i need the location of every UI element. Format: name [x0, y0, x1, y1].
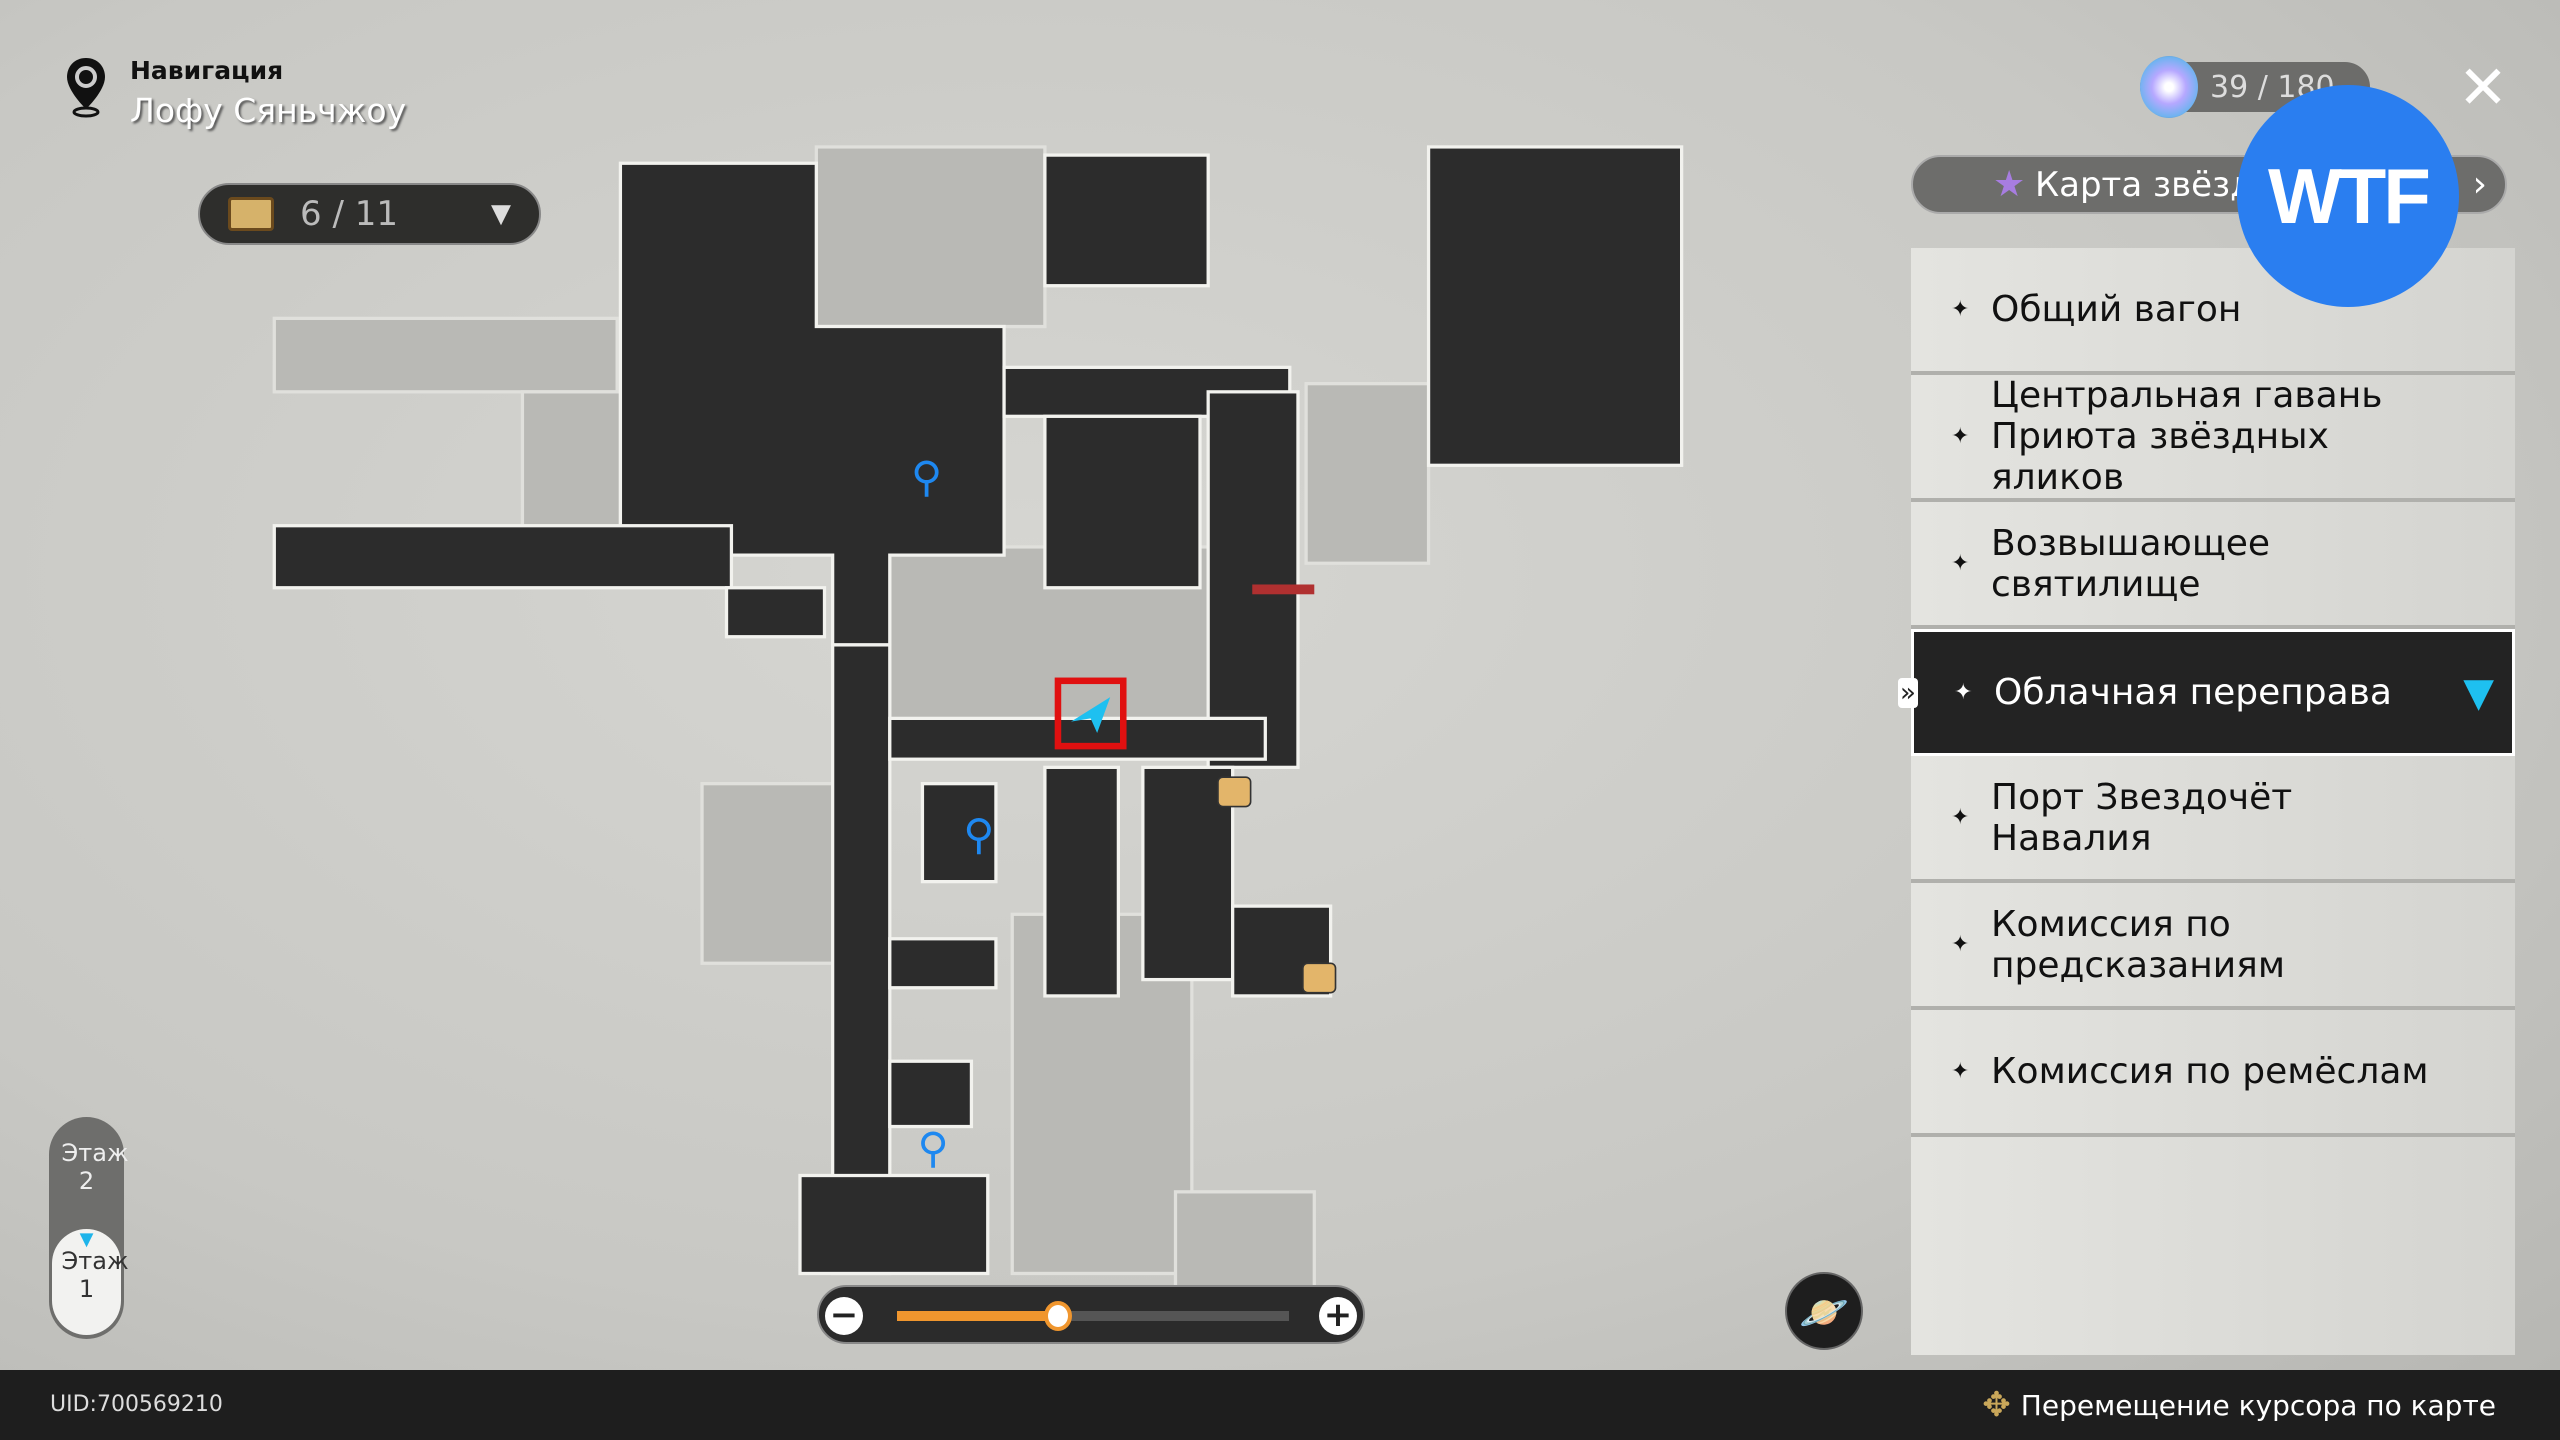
area-label: Комиссия по ремёслам	[1991, 1051, 2429, 1092]
area-label: Комиссия по предсказаниям	[1991, 903, 2285, 986]
floor-selector: Этаж 2 ▼Этаж 1	[49, 1117, 129, 1339]
player-frame	[1054, 677, 1127, 750]
star-map-button[interactable]: ★ Карта звёзд ›	[1911, 155, 2507, 214]
sparkle-icon: ✦	[1951, 805, 1970, 830]
joystick-icon: ✥	[1982, 1385, 2011, 1425]
area-label: Порт Звездочёт Навалия	[1991, 776, 2293, 859]
area-item[interactable]: ✦ Комиссия по предсказаниям	[1911, 883, 2515, 1010]
area-item[interactable]: ✦ Общий вагон	[1911, 248, 2515, 375]
area-item[interactable]: ✦ Возвышающее святилище	[1911, 502, 2515, 629]
puzzle-icon	[1302, 962, 1337, 994]
teleport-icon: ⚲	[963, 811, 994, 860]
area-item[interactable]: ✦ Порт Звездочёт Навалия	[1911, 756, 2515, 883]
area-label: Общий вагон	[1991, 289, 2242, 330]
current-location-pin-icon: ▼	[2463, 669, 2494, 716]
sparkle-icon: ✦	[1951, 932, 1970, 957]
walkable-area	[272, 145, 1684, 1276]
floor-1-button[interactable]: ▼Этаж 1	[52, 1229, 129, 1335]
cursor-hint: ✥ Перемещение курсора по карте	[1982, 1385, 2496, 1425]
area-label: Возвышающее святилище	[1991, 522, 2271, 605]
area-item[interactable]: ✦ Комиссия по ремёслам	[1911, 1010, 2515, 1137]
area-item-selected[interactable]: » ✦ Облачная переправа ▼	[1898, 629, 2515, 756]
area-label: Облачная переправа	[1994, 672, 2392, 713]
zoom-slider-fill	[897, 1311, 1058, 1321]
zoom-slider-handle[interactable]	[1043, 1301, 1072, 1331]
dropdown-arrow-icon: ▼	[491, 199, 511, 229]
sparkle-icon: ✦	[1954, 680, 1973, 705]
cursor-arrow-icon: »	[1898, 677, 1918, 708]
location-name: Лофу Сяньчжоу	[130, 91, 407, 130]
teleport-icon: ⚲	[911, 453, 942, 502]
floor-2-button[interactable]: Этаж 2	[49, 1117, 129, 1195]
floor-label: Этаж 1	[61, 1247, 129, 1303]
area-item[interactable]: ✦ Центральная гавань Приюта звёздных ялик…	[1911, 375, 2515, 502]
zoom-in-button[interactable]: +	[1319, 1297, 1357, 1335]
sparkle-icon: ✦	[1951, 1059, 1970, 1084]
chest-count: 6 / 11	[300, 194, 398, 234]
navigation-header: Навигация Лофу Сяньчжоу	[64, 56, 406, 130]
location-pin-icon	[67, 58, 105, 118]
chevron-right-icon: ›	[2472, 164, 2487, 205]
floor-label: Этаж 2	[61, 1139, 129, 1195]
footer-bar: UID:700569210 ✥ Перемещение курсора по ка…	[0, 1370, 2560, 1440]
trailblaze-power-icon	[2140, 56, 2198, 118]
teleport-icon: ⚲	[918, 1124, 949, 1173]
sparkle-icon: ✦	[1951, 297, 1970, 322]
zoom-slider[interactable]	[897, 1301, 1289, 1331]
overlay-badge: WTF	[2237, 85, 2459, 307]
close-button[interactable]: ✕	[2457, 53, 2509, 123]
treasure-chest-icon	[228, 197, 274, 231]
star-icon: ★	[1993, 164, 2026, 205]
uid-label: UID:700569210	[50, 1392, 223, 1417]
puzzle-icon	[1217, 776, 1252, 808]
area-list: ✦ Общий вагон ✦ Центральная гавань Приюта …	[1898, 248, 2515, 1355]
navigation-label: Навигация	[130, 56, 284, 85]
zoom-out-button[interactable]: −	[825, 1297, 863, 1335]
current-floor-marker-icon: ▼	[79, 1229, 94, 1250]
planet-button[interactable]: 🪐	[1785, 1272, 1863, 1350]
area-label: Центральная гавань Приюта звёздных ялико…	[1991, 375, 2383, 498]
sparkle-icon: ✦	[1951, 424, 1970, 449]
zoom-control: − +	[817, 1285, 1365, 1344]
cursor-hint-label: Перемещение курсора по карте	[2020, 1388, 2496, 1422]
planet-icon: 🪐	[1799, 1290, 1849, 1336]
chest-counter-dropdown[interactable]: 6 / 11 ▼	[198, 183, 541, 245]
sparkle-icon: ✦	[1951, 551, 1970, 576]
star-map-label: Карта звёзд	[2035, 164, 2254, 205]
map-markers: ⚲ ⚲ ⚲	[911, 453, 994, 1173]
